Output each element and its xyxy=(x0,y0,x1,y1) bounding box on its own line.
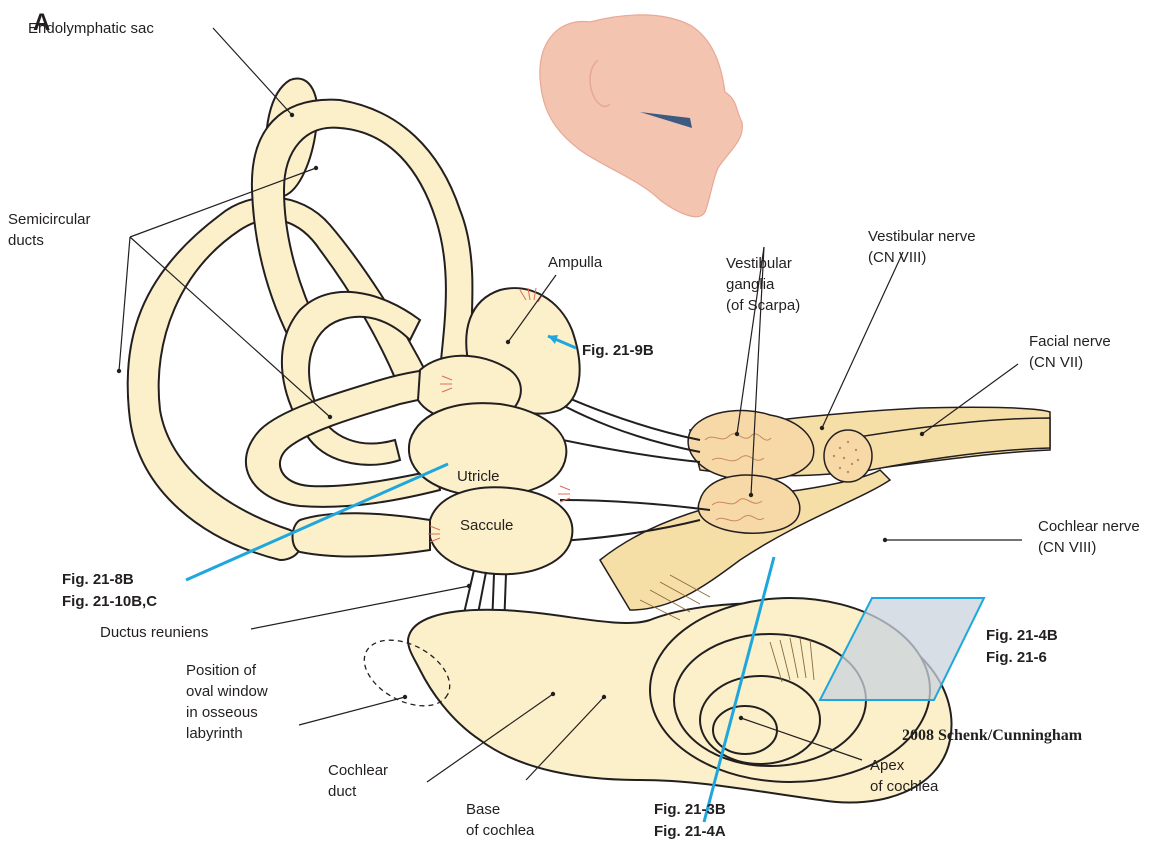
facial-nerve-cross-section xyxy=(824,430,872,482)
ref-fig-21-10bc: Fig. 21-10B,C xyxy=(62,593,157,610)
label-cochlear-nerve-line1: Cochlear nerve xyxy=(1038,518,1140,535)
label-vestibular-nerve-line2: (CN VIII) xyxy=(868,249,926,266)
artist-credit: 2008 Schenk/Cunningham xyxy=(902,727,1083,744)
label-semicircular-ducts-line2: ducts xyxy=(8,232,44,249)
label-facial-nerve-line2: (CN VII) xyxy=(1029,354,1083,371)
membranous-labyrinth xyxy=(128,78,580,628)
nerve-fiber xyxy=(560,500,710,510)
label-cochlear-duct-line1: Cochlear xyxy=(328,762,388,779)
label-ampulla: Ampulla xyxy=(548,254,603,271)
label-endolymphatic-sac: Endolymphatic sac xyxy=(28,20,154,37)
label-oval-window-line4: labyrinth xyxy=(186,725,243,742)
label-base-of-cochlea-line2: of cochlea xyxy=(466,822,535,839)
ref-fig-21-9b: Fig. 21-9B xyxy=(582,342,654,359)
label-ductus-reuniens: Ductus reuniens xyxy=(100,624,208,641)
label-vestibular-ganglia-line1: Vestibular xyxy=(726,255,792,272)
label-oval-window-line1: Position of xyxy=(186,662,257,679)
label-apex-of-cochlea-line2: of cochlea xyxy=(870,778,939,795)
ref-fig-21-4a: Fig. 21-4A xyxy=(654,823,726,840)
label-utricle: Utricle xyxy=(457,468,500,485)
label-apex-of-cochlea-line1: Apex xyxy=(870,757,905,774)
label-cochlear-duct-line2: duct xyxy=(328,783,357,800)
label-semicircular-ducts-line1: Semicircular xyxy=(8,211,91,228)
ref-fig-21-3b: Fig. 21-3B xyxy=(654,801,726,818)
ref-fig-21-4b: Fig. 21-4B xyxy=(986,627,1058,644)
label-saccule: Saccule xyxy=(460,517,513,534)
label-vestibular-nerve-line1: Vestibular nerve xyxy=(868,228,976,245)
head-orientation-inset xyxy=(540,15,743,217)
head-silhouette xyxy=(540,15,743,217)
label-vestibular-ganglia-line2: ganglia xyxy=(726,276,775,293)
label-oval-window-line2: oval window xyxy=(186,683,268,700)
anterior-semicircular-duct xyxy=(252,100,473,370)
label-vestibular-ganglia-line3: (of Scarpa) xyxy=(726,297,800,314)
label-oval-window-line3: in osseous xyxy=(186,704,258,721)
label-facial-nerve-line1: Facial nerve xyxy=(1029,333,1111,350)
ref-fig-21-6: Fig. 21-6 xyxy=(986,649,1047,666)
saccular-duct xyxy=(293,513,431,556)
ref-fig-21-8b: Fig. 21-8B xyxy=(62,571,134,588)
label-base-of-cochlea-line1: Base xyxy=(466,801,500,818)
label-cochlear-nerve-line2: (CN VIII) xyxy=(1038,539,1096,556)
